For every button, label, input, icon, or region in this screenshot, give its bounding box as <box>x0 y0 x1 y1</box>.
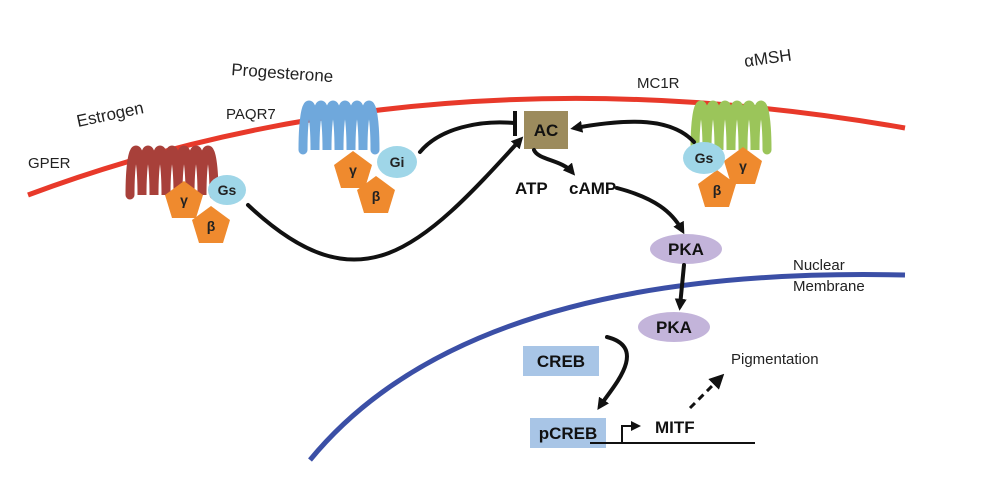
paqr7-beta-subunit <box>357 176 395 213</box>
mc1r-beta-subunit <box>698 170 736 207</box>
mc1r-gamma-label: γ <box>739 158 747 174</box>
gper-to-ac-arrow <box>246 136 524 262</box>
paqr7-inhibits-ac <box>418 120 516 154</box>
gper-alpha-subunit <box>208 175 246 205</box>
mc1r-g-protein: γ β Gs <box>683 142 762 207</box>
gper-alpha-label: Gs <box>218 182 237 198</box>
mc1r-alpha-subunit <box>683 142 725 174</box>
gper-label: GPER <box>28 155 71 172</box>
mc1r-alpha-label: Gs <box>695 150 714 166</box>
pka-translocation-arrow <box>674 263 687 311</box>
gper-receptor <box>125 145 219 200</box>
paqr7-alpha-subunit <box>377 146 417 178</box>
amsh-label: αMSH <box>743 46 793 71</box>
paqr7-alpha-label: Gi <box>390 154 405 170</box>
creb-box <box>523 346 599 376</box>
gper-beta-label: β <box>207 218 216 234</box>
pcreb-label: pCREB <box>539 424 598 443</box>
pka-cytoplasm-label: PKA <box>668 240 704 259</box>
camp-to-pka-arrow <box>615 186 685 235</box>
pka-nucleus-label: PKA <box>656 318 692 337</box>
creb-label: CREB <box>537 352 585 371</box>
paqr7-receptor <box>298 100 380 155</box>
promoter-arrow <box>621 421 641 443</box>
paqr7-beta-label: β <box>372 188 381 204</box>
gper-gamma-label: γ <box>180 192 188 208</box>
gper-g-protein: γ β Gs <box>165 175 246 243</box>
progesterone-label: Progesterone <box>231 60 334 86</box>
mitf-label: MITF <box>655 418 695 437</box>
nuclear-membrane <box>308 272 906 462</box>
gper-gamma-subunit <box>165 181 203 218</box>
camp-label: cAMP <box>569 179 616 198</box>
nuclear-membrane-label-line1: Nuclear <box>793 257 845 274</box>
atp-label: ATP <box>515 179 548 198</box>
nuclear-membrane-label-line2: Membrane <box>793 278 865 295</box>
mitf-to-pigmentation-arrow <box>688 373 725 410</box>
pka-phosphorylates-creb-arrow <box>597 335 629 410</box>
gper-beta-subunit <box>192 206 230 243</box>
pka-cytoplasm-ellipse <box>650 234 722 264</box>
adenylyl-cyclase-label: AC <box>534 121 559 140</box>
atp-to-camp-arrow <box>532 148 576 176</box>
mc1r-to-ac-arrow <box>570 119 696 144</box>
pigmentation-label: Pigmentation <box>731 351 819 368</box>
paqr7-g-protein: γ β Gi <box>334 146 417 213</box>
paqr7-label: PAQR7 <box>226 106 276 123</box>
mc1r-gamma-subunit <box>724 147 762 184</box>
paqr7-gamma-label: γ <box>349 162 357 178</box>
gper-helix <box>125 145 219 200</box>
mc1r-beta-label: β <box>713 182 722 198</box>
mc1r-label: MC1R <box>637 75 680 92</box>
paqr7-gamma-subunit <box>334 151 372 188</box>
estrogen-label: Estrogen <box>75 98 146 131</box>
paqr7-helix <box>298 100 380 155</box>
pka-nucleus-ellipse <box>638 312 710 342</box>
adenylyl-cyclase-box <box>524 111 568 149</box>
